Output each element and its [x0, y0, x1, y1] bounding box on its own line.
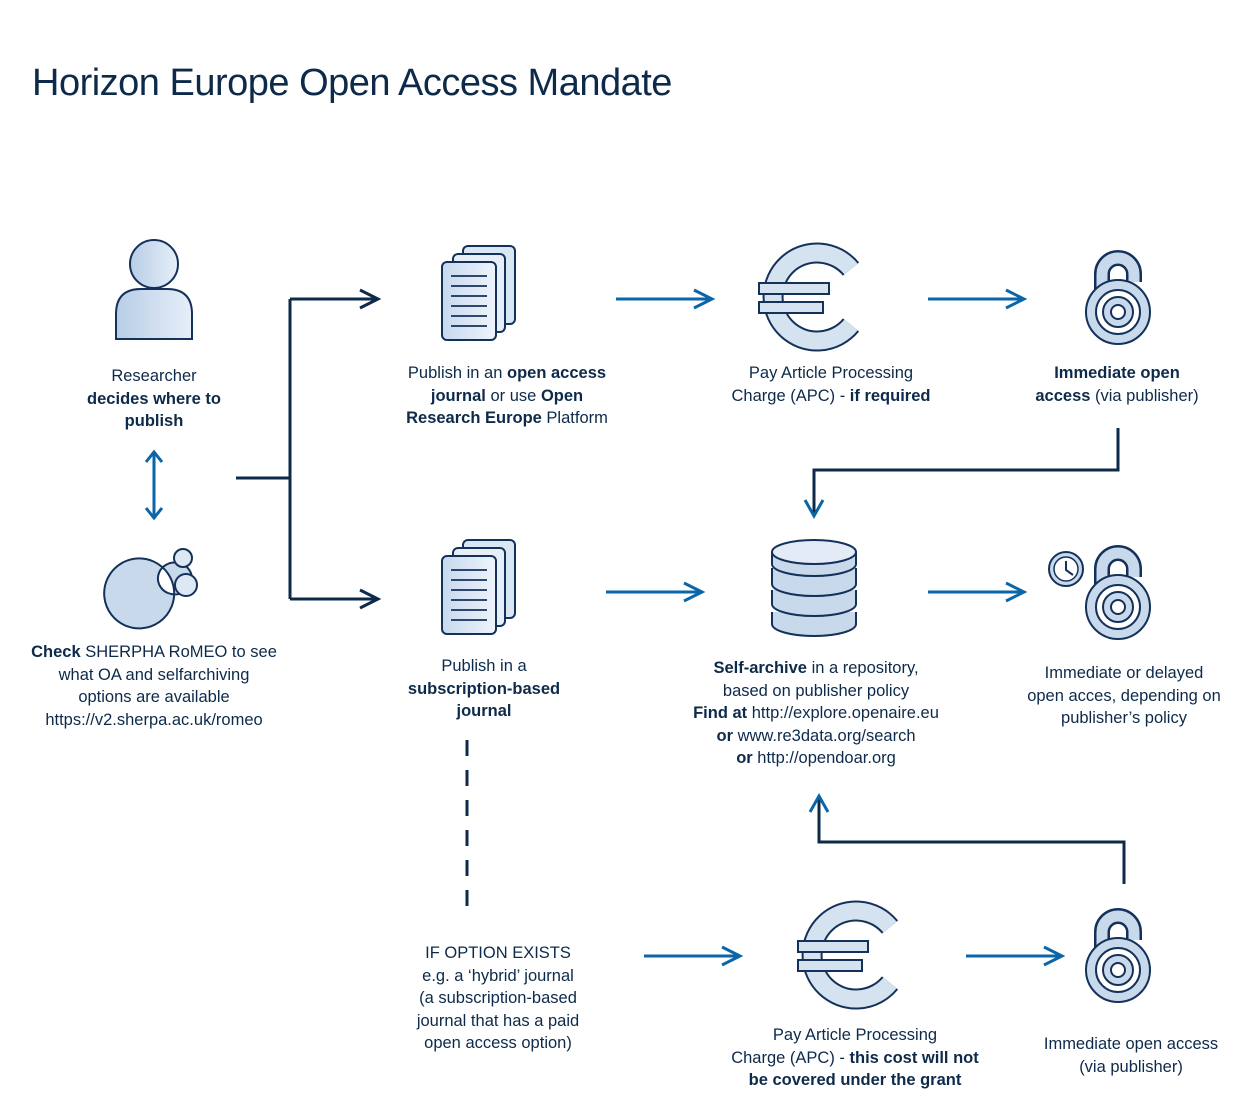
hybrid-option-label: IF OPTION EXISTS e.g. a ‘hybrid’ journal… — [416, 944, 580, 1052]
delayed-access-label: Immediate or delayed open acces, dependi… — [1027, 664, 1221, 727]
apc-top-label: Pay Article Processing Charge (APC) - if… — [731, 364, 931, 405]
clock-icon — [1048, 551, 1084, 587]
page-title: Horizon Europe Open Access Mandate — [32, 62, 672, 104]
arrow-apc-to-open-access — [928, 288, 1028, 310]
double-arrow-researcher-sherpa — [144, 449, 164, 521]
apc-bottom-label: Pay Article Processing Charge (APC) - th… — [731, 1026, 979, 1089]
arrow-subscription-to-repository — [606, 581, 706, 603]
arrow-open-access-to-repository — [803, 428, 1120, 520]
arrow-oa-journal-to-apc — [616, 288, 716, 310]
document-stack-icon — [441, 245, 516, 341]
open-lock-icon — [1085, 250, 1151, 345]
arrow-apc-to-open-access-bottom — [966, 945, 1066, 967]
branch-connector — [236, 288, 382, 610]
document-stack-icon — [441, 539, 516, 635]
arrow-hybrid-to-apc — [644, 945, 744, 967]
arrow-repository-to-delayed — [928, 581, 1028, 603]
open-lock-clock-icon — [1048, 545, 1151, 640]
open-access-bottom-label: Immediate open access (via publisher) — [1043, 1035, 1219, 1076]
sherpa-romeo-logo-icon — [103, 548, 198, 630]
open-access-top-label: Immediate open access (via publisher) — [1035, 364, 1199, 405]
open-lock-icon — [1085, 908, 1151, 1003]
euro-icon — [797, 900, 899, 1010]
sherpa-label: Check SHERPHA RoMEO to see what OA and s… — [31, 643, 277, 729]
arrow-open-access-bottom-to-repository — [808, 792, 1126, 884]
oa-journal-label: Publish in an open access journal or use… — [406, 364, 608, 427]
researcher-label: Researcher decides where to publish — [87, 367, 221, 430]
person-icon — [115, 239, 193, 340]
subscription-journal-label: Publish in a subscription-based journal — [407, 657, 561, 720]
repository-label: Self-archive in a repository, based on p… — [693, 659, 939, 767]
euro-icon — [758, 242, 860, 352]
database-icon — [771, 539, 857, 637]
